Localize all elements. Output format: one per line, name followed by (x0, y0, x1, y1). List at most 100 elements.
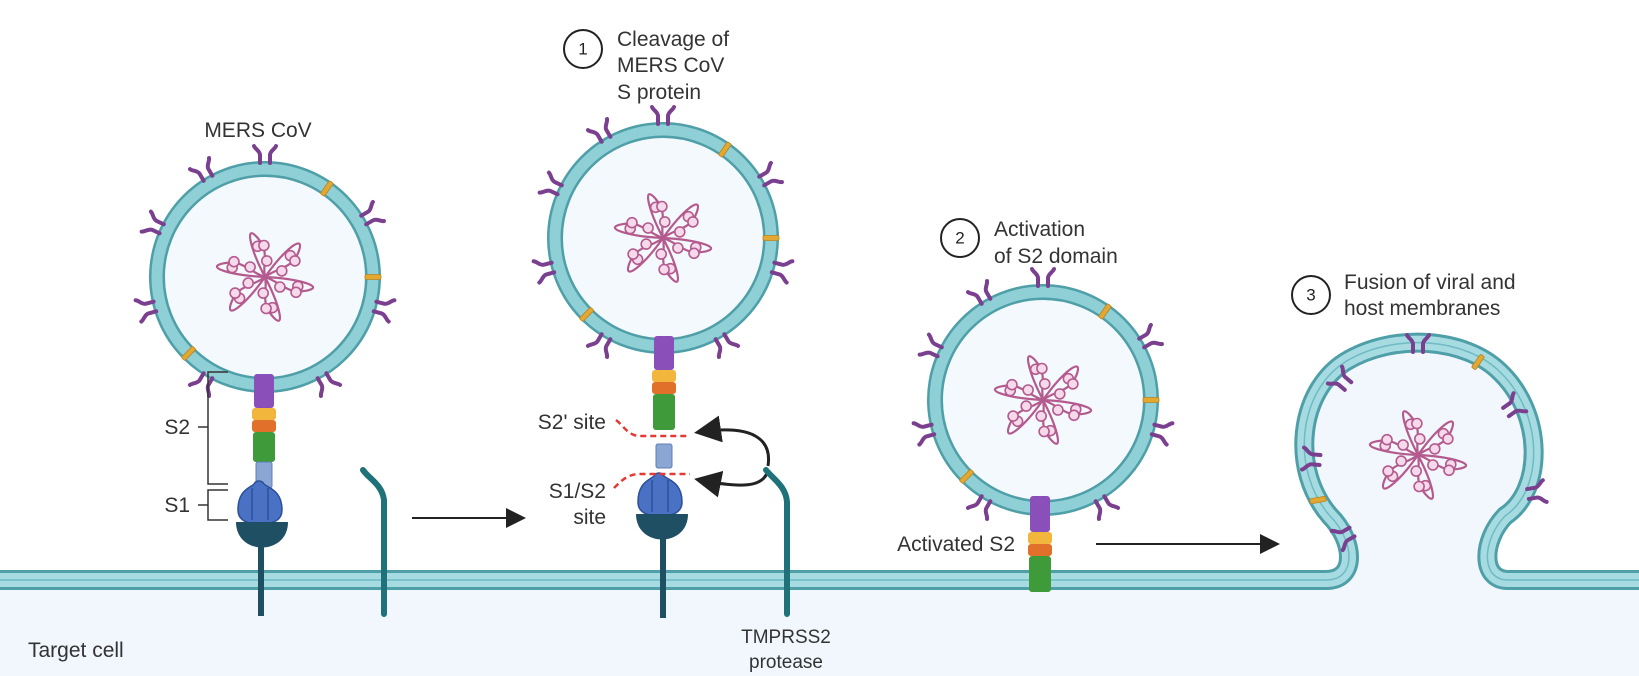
receptor-dpp4 (236, 480, 288, 616)
spike-glycoprotein (133, 298, 159, 324)
rna-node (1036, 362, 1048, 375)
membrane-protein-marker (579, 307, 594, 322)
rna-node (1395, 455, 1408, 467)
spike-glycoprotein (537, 170, 564, 197)
spike-glycoprotein (1300, 445, 1323, 472)
rna-loop (1027, 355, 1051, 401)
rna-node (688, 247, 700, 260)
rna-node (275, 265, 288, 277)
rna-loop (1417, 453, 1467, 477)
rna-loop (614, 216, 664, 240)
rna-node (242, 277, 255, 289)
rna-node (1007, 410, 1019, 422)
spike-glycoprotein (585, 117, 613, 144)
rna-node (257, 287, 269, 299)
rna-loop (249, 232, 273, 278)
spike-glycoprotein (359, 199, 386, 227)
rna-loop (1402, 410, 1426, 456)
spike-glycoprotein (1030, 267, 1056, 288)
rna-node (290, 286, 302, 299)
rna-node (1053, 388, 1066, 400)
rna-node (1006, 378, 1018, 391)
rna-node (1427, 459, 1439, 471)
rna-node (1052, 404, 1064, 416)
s1s2-site-label-2: site (573, 506, 606, 529)
spike-glycoprotein (252, 144, 278, 165)
spike-glycoprotein (187, 156, 215, 183)
rna-loop (264, 275, 314, 299)
spike-glycoprotein (965, 279, 993, 306)
rna-loop (264, 242, 302, 278)
spike-glycoprotein (965, 494, 993, 521)
rna-loop (228, 276, 266, 312)
rna-node (1381, 433, 1393, 446)
step-2-number: 2 (955, 229, 964, 248)
rna-genome (216, 232, 314, 322)
spike-glycoprotein (650, 105, 676, 126)
step-2-circle (940, 218, 980, 258)
rna-loop (1042, 365, 1080, 401)
membrane-protein-marker (1142, 397, 1160, 403)
step-1-number: 1 (578, 40, 587, 59)
step-3: 3 Fusion of viral and host membranes (1291, 271, 1516, 320)
rna-node (1443, 464, 1455, 477)
rna-node (627, 248, 639, 260)
rna-node (229, 287, 241, 299)
rna-node (642, 222, 654, 234)
rna-node (1038, 425, 1050, 438)
target-cell (0, 332, 1639, 676)
spike-glycoprotein (1329, 525, 1357, 553)
activated-s2-label: Activated S2 (897, 533, 1015, 556)
rna-loop (662, 236, 712, 260)
membrane-protein-marker (1309, 495, 1327, 505)
rna-node (672, 242, 684, 254)
s1s2-cleavage-line (613, 472, 690, 489)
s1-bracket (198, 489, 228, 521)
rna-node (640, 238, 653, 250)
membrane-protein-marker (181, 346, 196, 361)
rna-loop (1410, 454, 1434, 500)
spike-glycoprotein (139, 209, 166, 236)
rna-node (1442, 433, 1454, 445)
step-3-line-1: Fusion of viral and (1344, 271, 1516, 294)
spike-glycoprotein (315, 371, 343, 398)
step-1-line-1: Cleavage of (617, 28, 729, 51)
step-2-line-2: of S2 domain (994, 245, 1118, 268)
rna-loop (1417, 420, 1455, 456)
s2prime-site-label: S2' site (538, 411, 606, 434)
rna-node (1411, 417, 1423, 430)
step-3-number: 3 (1306, 286, 1315, 305)
rna-node (656, 200, 668, 213)
rna-node (1020, 400, 1033, 412)
tmprss2-protease-1 (360, 466, 387, 617)
virus-label: MERS CoV (204, 119, 311, 142)
s2-label: S2 (164, 416, 190, 439)
spike-glycoprotein (757, 160, 784, 188)
rna-loop (1369, 433, 1419, 457)
spike-glycoprotein (917, 332, 944, 359)
rna-node (1038, 378, 1051, 390)
step-1-circle (563, 29, 603, 69)
rna-node (1428, 443, 1441, 455)
membrane-protein-marker (1471, 354, 1485, 370)
protease-arrow-bottom (694, 469, 770, 498)
step-3-line-2: host membranes (1344, 297, 1500, 320)
fusion-bulb-proteins (1300, 333, 1549, 553)
rna-node (260, 255, 273, 267)
spike-glycoprotein (531, 259, 557, 285)
s1s2-site-label-1: S1/S2 (549, 480, 606, 503)
cell-membrane-line (0, 341, 1639, 581)
cell-body (0, 342, 1639, 676)
step-2-line-1: Activation (994, 218, 1085, 241)
rna-loop (1006, 399, 1044, 435)
step-1: 1 Cleavage of MERS CoV S protein (563, 28, 729, 104)
rna-node (1035, 410, 1047, 422)
protease-arrow-top (694, 415, 771, 467)
spike-glycoprotein (585, 332, 613, 359)
rna-node (260, 302, 272, 315)
spike-glycoprotein (1405, 333, 1431, 354)
s2prime-cleavage-line (615, 419, 690, 438)
membrane-protein-marker (1098, 303, 1112, 320)
activated-s2-spike (1028, 496, 1052, 592)
virus-particle-3 (911, 267, 1175, 521)
